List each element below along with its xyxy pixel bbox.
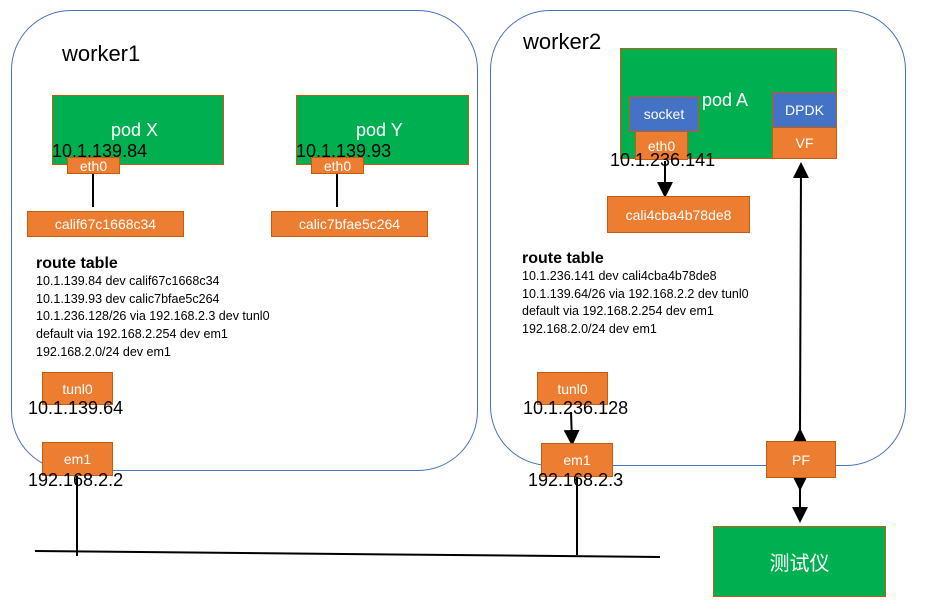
- worker2-node: [490, 10, 906, 466]
- pod-y: pod Y: [296, 95, 469, 165]
- worker1-title: worker1: [62, 41, 141, 66]
- worker2-tunl0-ip: 10.1.236.128: [523, 398, 629, 418]
- route-entry: default via 192.168.2.254 dev em1: [36, 327, 228, 342]
- pod-y-ip: 10.1.139.93: [296, 141, 392, 161]
- pod-a-vf: VF: [772, 127, 837, 159]
- pod-a-eth0: eth0: [635, 131, 688, 160]
- pod-x: pod X: [52, 95, 224, 165]
- vf-pf-arrow: [791, 162, 809, 445]
- worker1-route-table: route table 10.1.139.84 dev calif67c1668…: [36, 255, 270, 362]
- route-entry: 10.1.236.128/26 via 192.168.2.3 dev tunl…: [36, 309, 270, 324]
- pod-y-eth0: eth0: [311, 157, 364, 174]
- route-entry: 10.1.139.64/26 via 192.168.2.2 dev tunl0: [522, 286, 749, 301]
- network-bus: [34, 550, 661, 558]
- route-entry: default via 192.168.2.254 dev em1: [522, 304, 714, 319]
- route-entry: 192.168.2.0/24 dev em1: [36, 344, 171, 359]
- worker1-em1: em1: [42, 442, 113, 476]
- worker2-tunl0: tunl0: [537, 372, 608, 405]
- worker1-em1-ip: 192.168.2.2: [28, 470, 124, 490]
- worker1-tunl0: tunl0: [42, 372, 113, 405]
- route-entry: 10.1.139.84 dev calif67c1668c34: [36, 274, 220, 288]
- pod-a-veth: cali4cba4b78de8: [607, 196, 750, 233]
- pod-a-ip: 10.1.236.141: [610, 150, 716, 170]
- route-entry: 192.168.2.0/24 dev em1: [522, 322, 657, 337]
- pod-y-veth: calic7bfae5c264: [271, 211, 428, 237]
- route-table-title: route table: [522, 250, 604, 267]
- route-entry: 10.1.236.141 dev cali4cba4b78de8: [522, 269, 717, 283]
- pod-a-label: pod A: [702, 90, 749, 110]
- worker2-pf: PF: [766, 441, 836, 478]
- pod-x-veth: calif67c1668c34: [27, 211, 184, 237]
- pod-y-label: pod Y: [356, 120, 403, 140]
- worker1-tunl0-ip: 10.1.139.64: [28, 398, 124, 418]
- pod-a-socket: socket: [629, 96, 699, 132]
- worker2-em1: em1: [541, 443, 613, 477]
- worker1-node: [11, 10, 478, 471]
- worker2-route-table: route table 10.1.236.141 dev cali4cba4b7…: [522, 250, 749, 339]
- tunl0-em1-arrow: [563, 411, 580, 446]
- pod-x-eth0: eth0: [67, 157, 120, 174]
- worker2-title: worker2: [523, 29, 602, 54]
- pod-x-label: pod X: [111, 120, 159, 140]
- pod-x-ip: 10.1.139.84: [52, 141, 148, 161]
- pod-a-dpdk: DPDK: [772, 92, 837, 128]
- tester-device: 测试仪: [713, 526, 886, 597]
- route-entry: 10.1.139.93 dev calic7bfae5c264: [36, 291, 220, 306]
- route-table-title: route table: [36, 255, 118, 272]
- worker2-em1-ip: 192.168.2.3: [528, 470, 624, 490]
